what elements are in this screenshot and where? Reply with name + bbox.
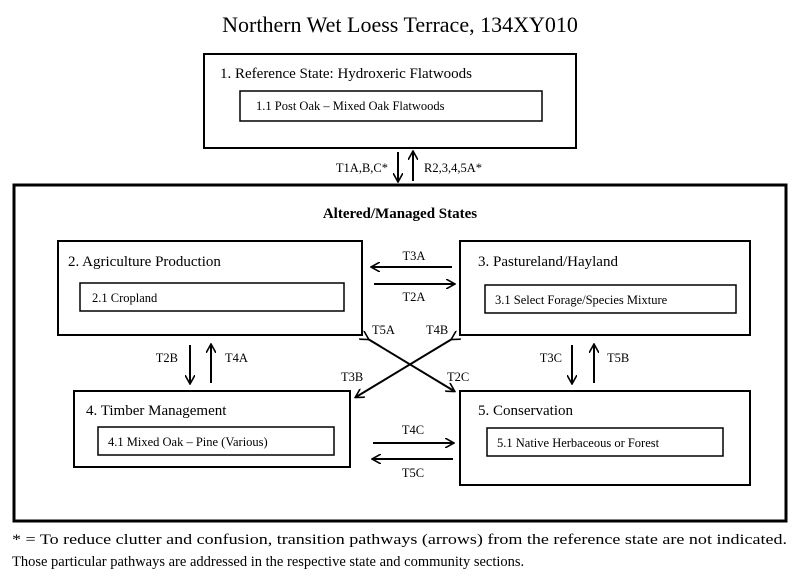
- community-5-1-label: 5.1 Native Herbaceous or Forest: [497, 436, 660, 450]
- transitions-diagonal: T5A T4B T3B T2C: [341, 323, 469, 397]
- reference-transition-arrows: T1A,B,C* R2,3,4,5A*: [336, 152, 482, 181]
- state-4-label: 4. Timber Management: [86, 403, 227, 419]
- footnote-line-1: * = To reduce clutter and confusion, tra…: [12, 532, 787, 548]
- community-2-1-box: 2.1 Cropland: [79, 282, 345, 312]
- transitions-2-4: T2B T4A: [156, 345, 248, 383]
- state-3-box: 3. Pastureland/Hayland 3.1 Select Forage…: [459, 240, 751, 336]
- state-3-label: 3. Pastureland/Hayland: [478, 254, 618, 270]
- reference-community-label: 1.1 Post Oak – Mixed Oak Flatwoods: [256, 99, 445, 113]
- reference-state-label: 1. Reference State: Hydroxeric Flatwoods: [220, 66, 472, 82]
- label-t5a: T5A: [372, 323, 395, 337]
- diagram-title: Northern Wet Loess Terrace, 134XY010: [222, 12, 578, 37]
- label-t4b: T4B: [426, 323, 448, 337]
- transitions-2-3: T3A T2A: [372, 249, 454, 304]
- label-t3b: T3B: [341, 370, 363, 384]
- altered-states-title: Altered/Managed States: [323, 206, 477, 222]
- label-t3c: T3C: [540, 351, 562, 365]
- label-t2a: T2A: [403, 290, 426, 304]
- community-3-1-label: 3.1 Select Forage/Species Mixture: [495, 293, 668, 307]
- label-t4c: T4C: [402, 423, 424, 437]
- state-5-label: 5. Conservation: [478, 403, 573, 419]
- transitions-3-5: T3C T5B: [540, 345, 629, 383]
- label-t2b: T2B: [156, 351, 178, 365]
- label-r2345a: R2,3,4,5A*: [424, 161, 482, 175]
- label-t4a: T4A: [225, 351, 248, 365]
- community-4-1-label: 4.1 Mixed Oak – Pine (Various): [108, 435, 268, 449]
- label-t2c: T2C: [447, 370, 469, 384]
- community-4-1-box: 4.1 Mixed Oak – Pine (Various): [97, 426, 335, 456]
- state-5-box: 5. Conservation 5.1 Native Herbaceous or…: [459, 390, 751, 486]
- community-2-1-label: 2.1 Cropland: [92, 291, 158, 305]
- state-2-label: 2. Agriculture Production: [68, 254, 221, 270]
- footnote-line-2: Those particular pathways are addressed …: [12, 554, 524, 570]
- label-t5b: T5B: [607, 351, 629, 365]
- transitions-4-5: T4C T5C: [373, 423, 453, 480]
- label-t5c: T5C: [402, 466, 424, 480]
- label-t1abc: T1A,B,C*: [336, 161, 388, 175]
- community-3-1-box: 3.1 Select Forage/Species Mixture: [484, 284, 737, 314]
- state-4-box: 4. Timber Management 4.1 Mixed Oak – Pin…: [73, 390, 351, 468]
- reference-state-box: 1. Reference State: Hydroxeric Flatwoods…: [203, 53, 577, 149]
- label-t3a: T3A: [403, 249, 426, 263]
- reference-community-box: 1.1 Post Oak – Mixed Oak Flatwoods: [239, 90, 543, 122]
- arrow-t4b-t3b: [356, 339, 452, 397]
- state-2-box: 2. Agriculture Production 2.1 Cropland: [57, 240, 363, 336]
- community-5-1-box: 5.1 Native Herbaceous or Forest: [486, 427, 724, 457]
